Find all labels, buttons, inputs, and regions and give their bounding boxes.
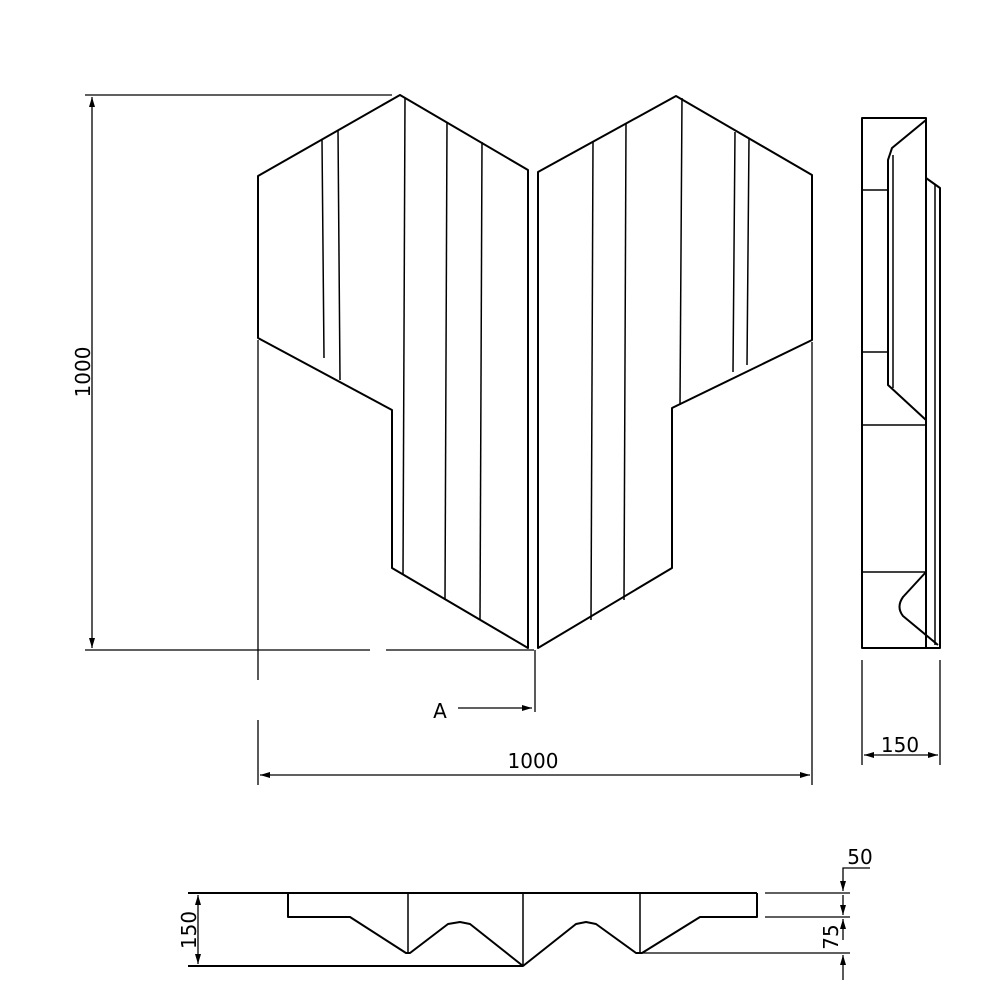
depth-dimension-label: 150	[881, 733, 919, 757]
panel-grooves	[321, 97, 750, 621]
side-view: 150	[861, 117, 941, 765]
groove-depth-label: 75	[819, 924, 843, 949]
section-marker: A	[433, 650, 536, 723]
front-view	[257, 94, 813, 649]
section-depth-label: 150	[177, 911, 201, 949]
top-offset-label: 50	[847, 845, 872, 869]
width-dimension-label: 1000	[508, 749, 559, 773]
section-marker-label: A	[433, 699, 447, 723]
height-dimension-label: 1000	[71, 347, 95, 398]
front-view-outline-right	[537, 95, 813, 649]
front-view-outline	[257, 94, 529, 649]
height-dimension: 1000	[71, 94, 534, 651]
width-dimension: 1000	[257, 340, 813, 785]
section-view: 150 50 75	[177, 845, 873, 980]
